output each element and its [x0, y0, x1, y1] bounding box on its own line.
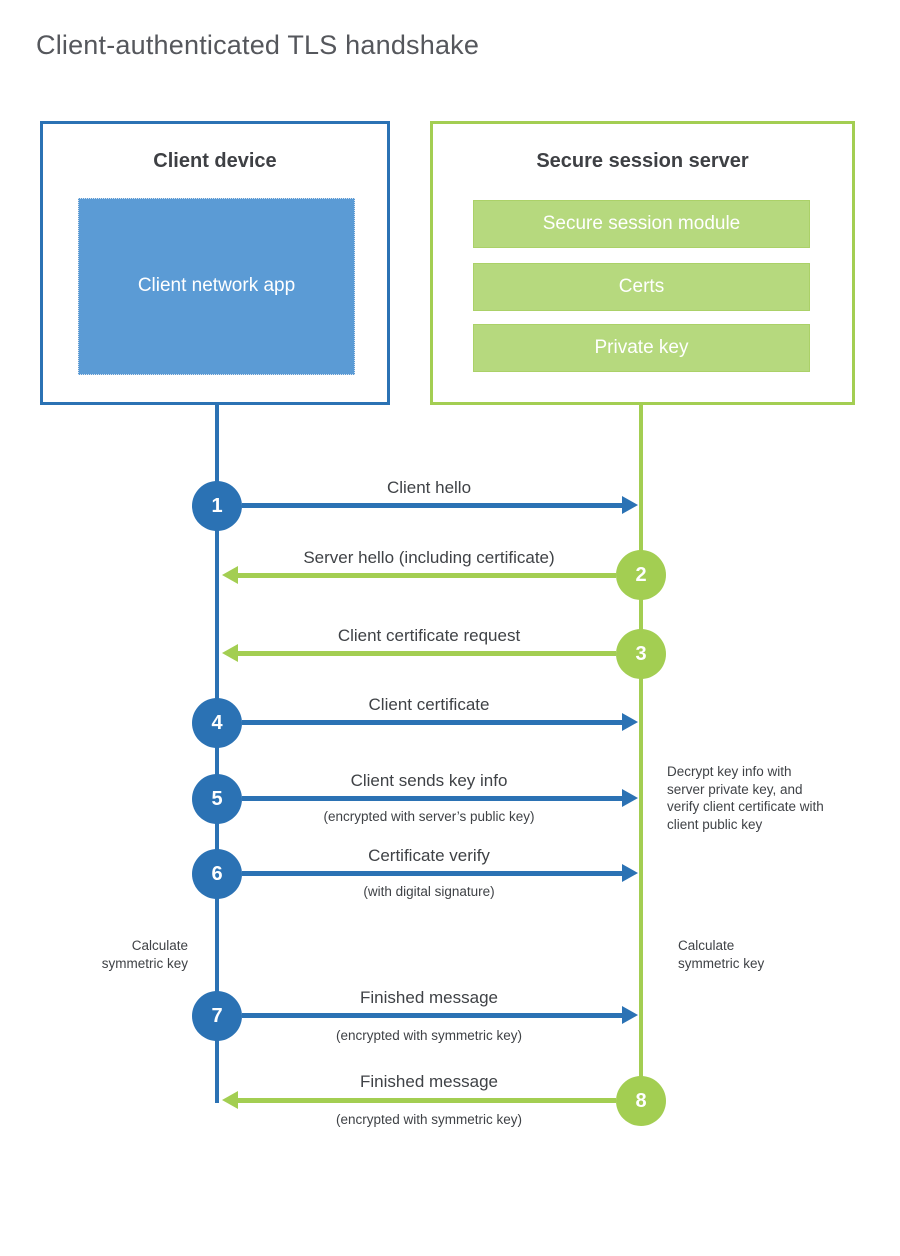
msg-label-finished-client: Finished message [360, 988, 498, 1007]
client-network-app-label: Client network app [137, 275, 296, 297]
client-lifeline [215, 405, 219, 1103]
arrow-client-key-info [242, 789, 638, 807]
msg-label-client-cert-request: Client certificate request [337, 626, 521, 645]
msg-sub-client-key-info: (encrypted with server’s public key) [323, 809, 535, 824]
note-calculate-symmetric-key-server: Calculate symmetric key [678, 938, 765, 971]
arrow-certificate-verify [242, 864, 638, 882]
step-circle-1: 1 [192, 481, 242, 531]
server-lifeline [639, 405, 643, 1101]
step-circle-7: 7 [192, 991, 242, 1041]
arrow-server-hello [222, 566, 616, 584]
arrow-finished-server [222, 1091, 616, 1109]
server-module-secure-session: Secure session module [473, 200, 810, 248]
arrow-client-cert-request [222, 644, 616, 662]
arrow-client-hello [242, 496, 638, 514]
msg-label-server-hello: Server hello (including certificate) [303, 548, 555, 567]
step-circle-2: 2 [616, 550, 666, 600]
msg-label-finished-server: Finished message [360, 1072, 498, 1091]
client-device-title: Client device [153, 150, 277, 172]
arrow-client-certificate [242, 713, 638, 731]
msg-sub-finished-server: (encrypted with symmetric key) [335, 1112, 523, 1127]
step-circle-5: 5 [192, 774, 242, 824]
msg-label-client-key-info: Client sends key info [350, 771, 508, 790]
msg-sub-certificate-verify: (with digital signature) [363, 884, 495, 899]
msg-sub-finished-client: (encrypted with symmetric key) [335, 1028, 523, 1043]
step-circle-3: 3 [616, 629, 666, 679]
msg-label-client-certificate: Client certificate [368, 695, 490, 714]
step-circle-6: 6 [192, 849, 242, 899]
page-title: Client-authenticated TLS handshake [36, 30, 480, 60]
note-decrypt-key-info: Decrypt key info with server private key… [667, 764, 824, 832]
server-title: Secure session server [536, 150, 749, 172]
step-circle-4: 4 [192, 698, 242, 748]
arrow-finished-client [242, 1006, 638, 1024]
note-calculate-symmetric-key-client: Calculate symmetric key [101, 938, 188, 971]
server-module-certs: Certs [473, 263, 810, 311]
msg-label-client-hello: Client hello [386, 478, 472, 497]
msg-label-certificate-verify: Certificate verify [368, 846, 490, 865]
server-module-private-key: Private key [473, 324, 810, 372]
step-circle-8: 8 [616, 1076, 666, 1126]
client-network-app-box: Client network app [78, 198, 355, 375]
